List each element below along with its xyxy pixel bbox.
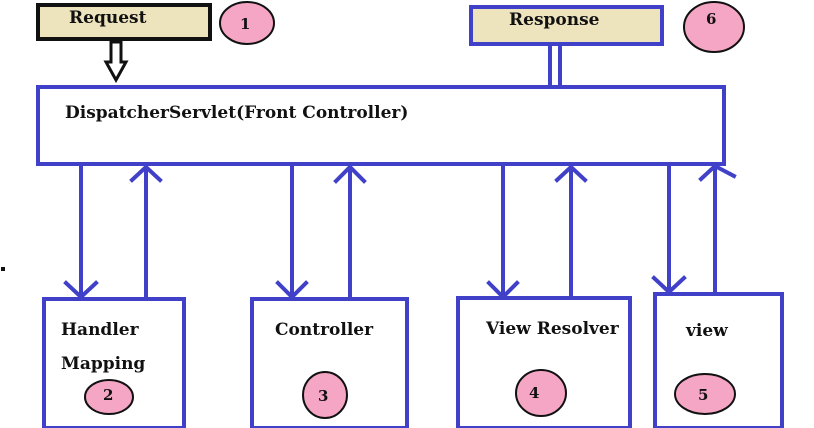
view-resolver-box bbox=[456, 296, 632, 428]
request-box bbox=[36, 3, 212, 41]
arrowhead-up-controller bbox=[333, 164, 367, 184]
request-arrow bbox=[103, 40, 129, 84]
arrowhead-up-handler-mapping bbox=[129, 164, 163, 183]
view-label: view bbox=[685, 321, 728, 341]
step-badge-2-number: 2 bbox=[103, 386, 113, 404]
step-badge-6 bbox=[683, 1, 745, 53]
step-badge-4-number: 4 bbox=[529, 384, 539, 402]
handler-mapping-label-line1: Handler bbox=[61, 320, 140, 340]
stray-dot bbox=[1, 267, 5, 271]
step-badge-4 bbox=[515, 369, 567, 417]
step-badge-1-number: 1 bbox=[240, 15, 250, 33]
view-resolver-label: View Resolver bbox=[485, 319, 620, 339]
step-badge-1 bbox=[219, 1, 275, 45]
response-label: Response bbox=[509, 10, 600, 30]
step-badge-2 bbox=[84, 379, 134, 415]
flow-arrows bbox=[63, 163, 737, 300]
request-label: Request bbox=[69, 8, 147, 28]
response-box bbox=[469, 5, 664, 46]
arrowhead-up-view-resolver bbox=[554, 164, 588, 183]
handler-mapping-label-line2: Mapping bbox=[61, 354, 145, 374]
dispatcher-servlet-label: DispatcherServlet(Front Controller) bbox=[65, 103, 408, 123]
step-badge-5-number: 5 bbox=[698, 386, 708, 404]
step-badge-3 bbox=[302, 371, 348, 419]
dispatcher-servlet-box bbox=[36, 85, 726, 166]
arrowhead-up-view bbox=[698, 163, 737, 182]
step-badge-5 bbox=[674, 373, 736, 415]
controller-label: Controller bbox=[275, 320, 374, 340]
step-badge-3-number: 3 bbox=[318, 387, 328, 405]
step-badge-6-number: 6 bbox=[706, 10, 716, 28]
